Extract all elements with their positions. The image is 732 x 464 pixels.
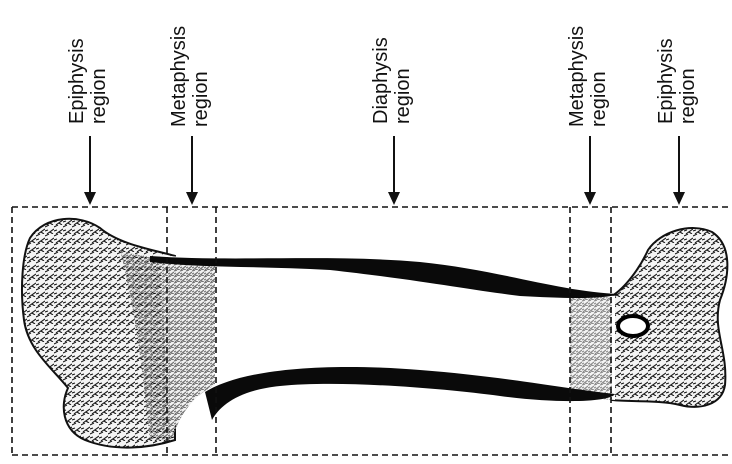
label-line1: Epiphysis <box>655 38 677 124</box>
arrow-diaphysis <box>388 136 400 205</box>
arrow-metaphysis-right <box>584 136 596 205</box>
label-epiphysis-left: Epiphysis region <box>66 38 110 124</box>
femur-bone <box>22 219 727 448</box>
right-metaphysis-texture <box>570 292 612 400</box>
arrow-epiphysis-right <box>673 136 685 205</box>
label-line2: region <box>392 37 414 124</box>
nutrient-foramen <box>618 316 648 336</box>
arrow-metaphysis-left <box>186 136 198 205</box>
label-line2: region <box>190 26 212 127</box>
region-arrows <box>84 136 685 205</box>
label-metaphysis-left: Metaphysis region <box>168 26 212 127</box>
label-line1: Diaphysis <box>370 37 392 124</box>
label-metaphysis-right: Metaphysis region <box>566 26 610 127</box>
label-line1: Metaphysis <box>566 26 588 127</box>
label-line1: Metaphysis <box>168 26 190 127</box>
label-line2: region <box>677 38 699 124</box>
label-diaphysis: Diaphysis region <box>370 37 414 124</box>
label-epiphysis-right: Epiphysis region <box>655 38 699 124</box>
diaphysis-shaft <box>160 255 615 440</box>
label-line1: Epiphysis <box>66 38 88 124</box>
label-line2: region <box>88 38 110 124</box>
label-line2: region <box>588 26 610 127</box>
arrow-epiphysis-left <box>84 136 96 205</box>
